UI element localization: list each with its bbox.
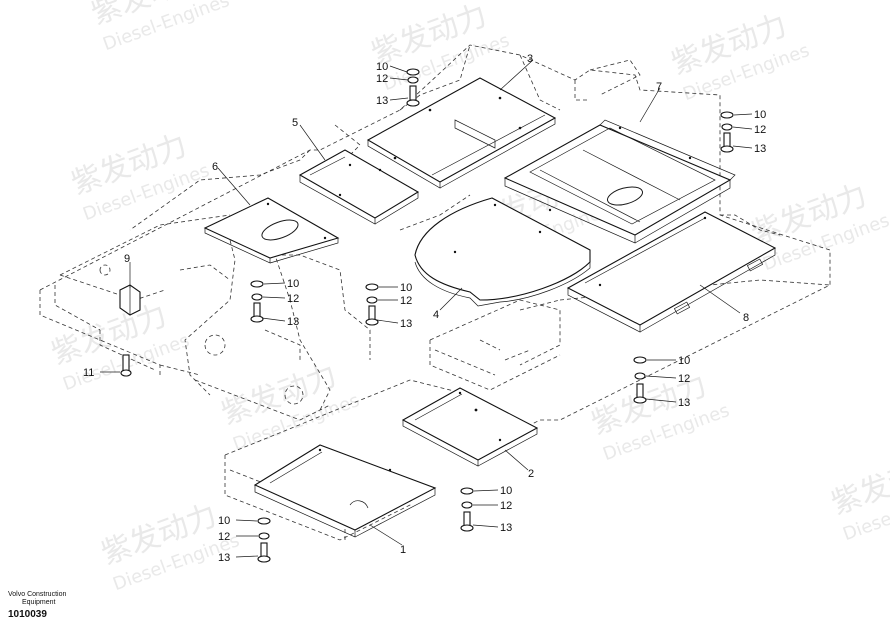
part-3-cover-plate[interactable] <box>366 77 557 189</box>
part-1-cover-plate[interactable] <box>253 444 437 538</box>
caption-company: Volvo Construction <box>8 591 67 598</box>
part-7-frame[interactable] <box>503 119 736 244</box>
callout-12: 12 <box>500 500 512 512</box>
callout-12: 12 <box>754 124 766 136</box>
fastener-group-b[interactable] <box>720 111 734 153</box>
callout-13: 13 <box>287 316 299 328</box>
part-6-cover-plate[interactable] <box>203 197 340 264</box>
callout-10: 10 <box>376 61 388 73</box>
callout-12: 12 <box>400 295 412 307</box>
callout-13: 13 <box>376 95 388 107</box>
fastener-group-g[interactable] <box>257 517 271 563</box>
callout-10: 10 <box>218 515 230 527</box>
part-8-cover-plate[interactable] <box>566 211 777 333</box>
caption-company-sub: Equipment <box>22 599 56 606</box>
callout-12: 12 <box>218 531 230 543</box>
callout-13: 13 <box>218 552 230 564</box>
fastener-group-c[interactable] <box>250 280 264 323</box>
part-2-cover-plate[interactable] <box>401 387 539 467</box>
callout-4: 4 <box>433 309 439 321</box>
callout-10: 10 <box>400 282 412 294</box>
drawing-number: 1010039 <box>8 609 47 620</box>
fastener-group-d[interactable] <box>365 283 379 326</box>
callout-12: 12 <box>287 293 299 305</box>
callout-9: 9 <box>124 253 130 265</box>
callout-12: 12 <box>678 373 690 385</box>
callout-7: 7 <box>656 81 662 93</box>
callout-6: 6 <box>212 161 218 173</box>
callout-13: 13 <box>400 318 412 330</box>
callout-13: 13 <box>500 522 512 534</box>
callout-1: 1 <box>400 544 406 556</box>
callout-12: 12 <box>376 73 388 85</box>
fastener-group-a[interactable] <box>406 68 420 107</box>
part-9-bracket[interactable] <box>119 284 141 316</box>
callout-13: 13 <box>678 397 690 409</box>
callout-labels: 3 5 6 7 9 4 8 2 1 11 10 12 13 10 12 13 1… <box>83 53 766 564</box>
fastener-group-f[interactable] <box>460 487 474 532</box>
part-5-cover-plate[interactable] <box>298 149 420 225</box>
callout-11: 11 <box>83 367 94 379</box>
callout-2: 2 <box>528 468 534 480</box>
callout-13: 13 <box>754 143 766 155</box>
callout-10: 10 <box>287 278 299 290</box>
callout-10: 10 <box>500 485 512 497</box>
callout-10: 10 <box>678 355 690 367</box>
fastener-group-e[interactable] <box>633 356 647 404</box>
callout-10: 10 <box>754 109 766 121</box>
leader-lines <box>100 59 753 558</box>
part-11-bolt[interactable] <box>120 354 132 377</box>
callout-8: 8 <box>743 312 749 324</box>
part-4-cover-plate[interactable] <box>414 197 591 307</box>
callout-5: 5 <box>292 117 298 129</box>
callout-3: 3 <box>527 53 533 65</box>
